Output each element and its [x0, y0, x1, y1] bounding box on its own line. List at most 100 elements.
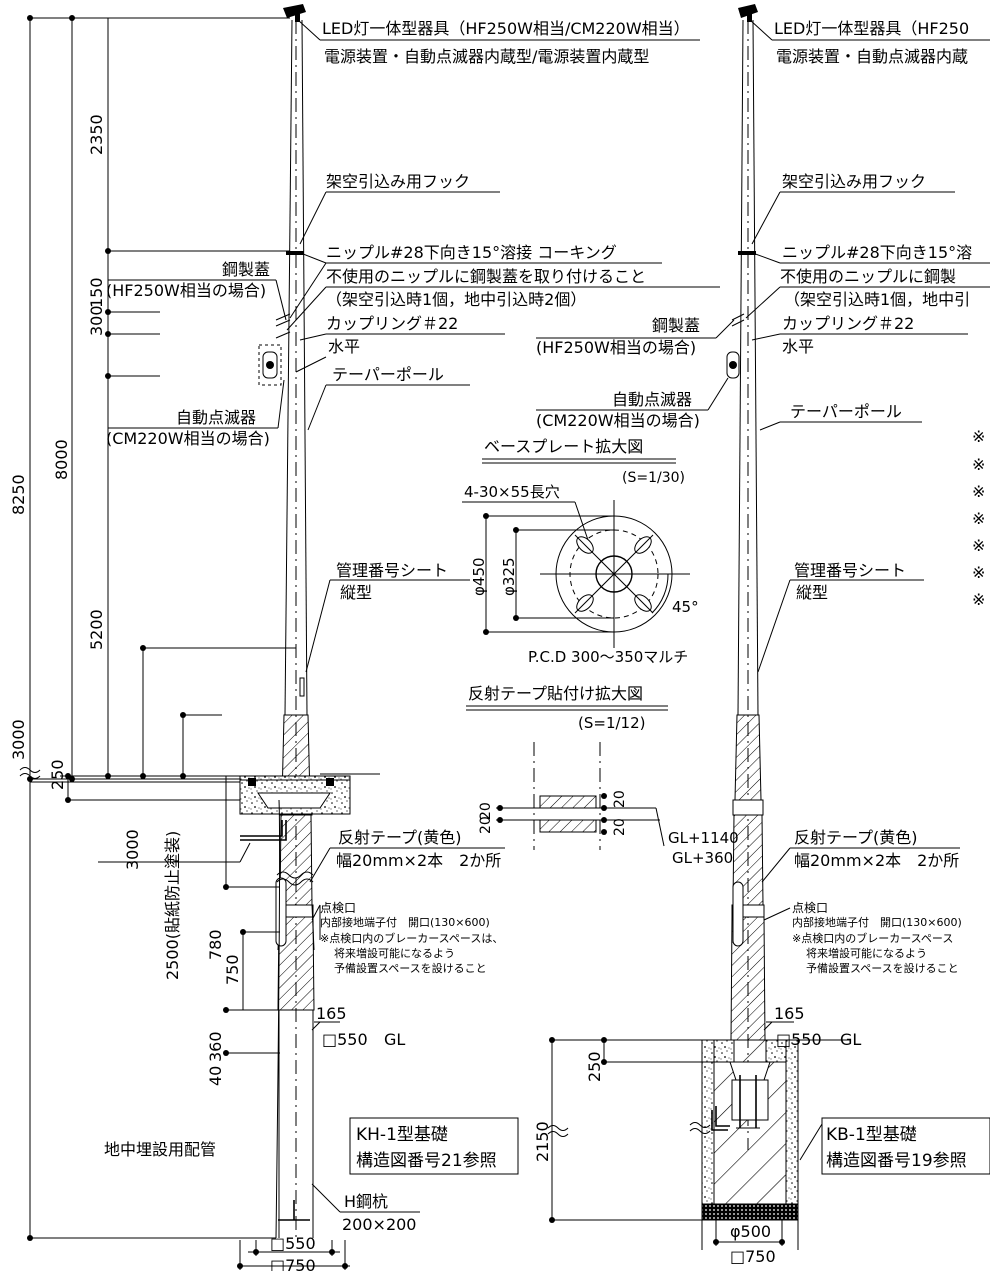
- left-reflect-tape-label: 反射テープ(黄色): [338, 828, 462, 847]
- right-foundation: [547, 1037, 799, 1250]
- left-dim-750-bottom: □750: [270, 1256, 316, 1271]
- reflect-d20-b: 20: [612, 790, 628, 808]
- note-marks: ※ ※ ※ ※ ※ ※ ※: [972, 427, 985, 609]
- left-dimension-lines: [27, 15, 350, 1270]
- left-fixture-sublabel: 電源装置・自動点滅器内蔵型/電源装置内蔵型: [324, 47, 649, 66]
- dim-150: 150: [87, 277, 106, 308]
- left-auto-switch-case: (CM220W相当の場合): [106, 429, 270, 448]
- right-foundation-label: KB-1型基礎: [826, 1125, 917, 1145]
- left-auto-switch-label: 自動点滅器: [176, 408, 256, 427]
- right-leader-lines: [536, 19, 990, 1175]
- right-nipple-label: ニップル#28下向き15°溶: [782, 243, 972, 262]
- right-inspection-line1: 内部接地端子付 開口(130×600): [792, 915, 962, 929]
- note-mark: ※: [972, 563, 985, 582]
- gl1140-label: GL+1140: [668, 829, 739, 847]
- right-fixture-label: LED灯一体型器具（HF250: [774, 19, 969, 38]
- left-inspection-line4: 予備設置スペースを設けること: [334, 961, 487, 975]
- note-mark: ※: [972, 427, 985, 446]
- base-plate-title: ベースプレート拡大図: [484, 437, 643, 456]
- angle-label: 45°: [672, 598, 699, 616]
- reflect-detail-scale: (S=1/12): [578, 714, 645, 732]
- left-taper-pole: [277, 19, 315, 1240]
- left-hook-label: 架空引込み用フック: [326, 172, 470, 191]
- left-dim-550-bottom: □550: [270, 1234, 316, 1253]
- right-auto-switch-label: 自動点滅器: [612, 390, 692, 409]
- base-plate-scale: (S=1/30): [622, 470, 685, 486]
- left-leader-lines: [98, 19, 720, 1213]
- dim-300: 300: [87, 305, 106, 336]
- reflect-d20-c: 20: [612, 818, 628, 836]
- left-pole-accessories: [258, 251, 304, 386]
- reflect-d20-a: 20: [478, 802, 494, 820]
- dim-250: 250: [48, 759, 67, 790]
- right-hook-label: 架空引込み用フック: [782, 172, 926, 191]
- right-dim-550-top: □550: [776, 1030, 822, 1049]
- left-nipple-label: ニップル#28下向き15°溶接 コーキング: [326, 243, 617, 262]
- dim-2500: 2500(貼紙防止塗装): [163, 831, 182, 980]
- left-foundation-label: KH-1型基礎: [356, 1125, 448, 1145]
- right-inspection-line4: 予備設置スペースを設けること: [806, 961, 959, 975]
- left-sheet-orientation: 縦型: [340, 583, 372, 602]
- reflect-d20-d: 20: [478, 816, 494, 834]
- dim-5200: 5200: [87, 609, 106, 650]
- phi325-label: φ325: [500, 557, 518, 596]
- right-coupling-label: カップリング＃22: [782, 314, 914, 333]
- dim-360: 360: [206, 1031, 225, 1062]
- left-inspection-opening: [275, 877, 287, 947]
- right-foundation-ref: 構造図番号19参照: [826, 1151, 967, 1171]
- right-inspection-opening: [732, 881, 744, 947]
- left-fixture-label: LED灯一体型器具（HF250W相当/CM220W相当）: [322, 19, 690, 38]
- base-plate-slots: [574, 534, 654, 614]
- left-coupling-label: カップリング＃22: [326, 314, 458, 333]
- phi450-label: φ450: [470, 557, 488, 596]
- right-fixture-sublabel: 電源装置・自動点滅器内蔵: [776, 47, 968, 66]
- right-dim-250: 250: [585, 1051, 604, 1082]
- right-auto-switch-case: (CM220W相当の場合): [536, 411, 700, 430]
- left-steel-cover-label: 鋼製蓋: [222, 260, 270, 279]
- left-sheet-label: 管理番号シート: [336, 561, 448, 580]
- right-horizontal-label: 水平: [782, 337, 814, 356]
- right-led-fixture: [738, 4, 758, 22]
- dim-3000-pile: 3000: [9, 719, 28, 760]
- right-nipple-note: 不使用のニップルに鋼製: [780, 267, 956, 286]
- left-led-fixture: [283, 4, 306, 22]
- left-nipple-count: （架空引込時1個，地中引込時2個）: [326, 290, 586, 309]
- right-inspection-line3: 将来増設可能になるよう: [806, 946, 927, 960]
- note-mark: ※: [972, 590, 985, 609]
- base-plate-detail: ベースプレート拡大図 (S=1/30) 4-30×55長穴: [462, 437, 699, 666]
- right-steel-cover-case: (HF250W相当の場合): [536, 338, 696, 357]
- reflect-tape-detail: 反射テープ貼付け拡大図 (S=1/12) 20 20 20 20 GL+1140…: [466, 684, 739, 867]
- note-mark: ※: [972, 509, 985, 528]
- right-nipple-count: （架空引込時1個，地中引: [784, 290, 970, 309]
- left-dim-550-top: □550: [322, 1030, 368, 1049]
- right-inspection-label: 点検口: [792, 901, 828, 915]
- right-steel-cover-label: 鋼製蓋: [652, 316, 700, 335]
- dim-8000: 8000: [52, 439, 71, 480]
- gl360-label: GL+360: [672, 849, 733, 867]
- left-management-sheet: [299, 677, 305, 697]
- right-taper-pole: [730, 19, 766, 1150]
- left-foundation: [19, 767, 351, 1239]
- right-sheet-orientation: 縦型: [796, 583, 828, 602]
- note-mark: ※: [972, 455, 985, 474]
- left-buried-pipe-label: 地中埋設用配管: [104, 1140, 216, 1159]
- left-inspection-label: 点検口: [320, 901, 356, 915]
- right-dim-phi500: φ500: [730, 1222, 771, 1241]
- right-gl-label: GL: [840, 1030, 861, 1049]
- slot-label: 4-30×55長穴: [464, 483, 560, 501]
- left-inspection-line2: ※点検口内のブレーカースペースは、: [320, 931, 503, 945]
- note-mark: ※: [972, 536, 985, 555]
- left-foundation-ref: 構造図番号21参照: [356, 1151, 497, 1171]
- dim-780: 780: [206, 929, 225, 960]
- right-dim-750: □750: [730, 1247, 776, 1266]
- right-dim-165: 165: [774, 1004, 805, 1023]
- left-dim-165: 165: [316, 1004, 347, 1023]
- dim-8250: 8250: [9, 474, 28, 515]
- left-inspection-line1: 内部接地端子付 開口(130×600): [320, 915, 490, 929]
- left-nipple-note: 不使用のニップルに鋼製蓋を取り付けること: [326, 267, 646, 286]
- reflect-detail-title: 反射テープ貼付け拡大図: [468, 684, 643, 703]
- left-h-pile-label: H鋼杭: [344, 1192, 388, 1211]
- left-horizontal-label: 水平: [328, 337, 360, 356]
- right-pole-accessories: [726, 251, 756, 379]
